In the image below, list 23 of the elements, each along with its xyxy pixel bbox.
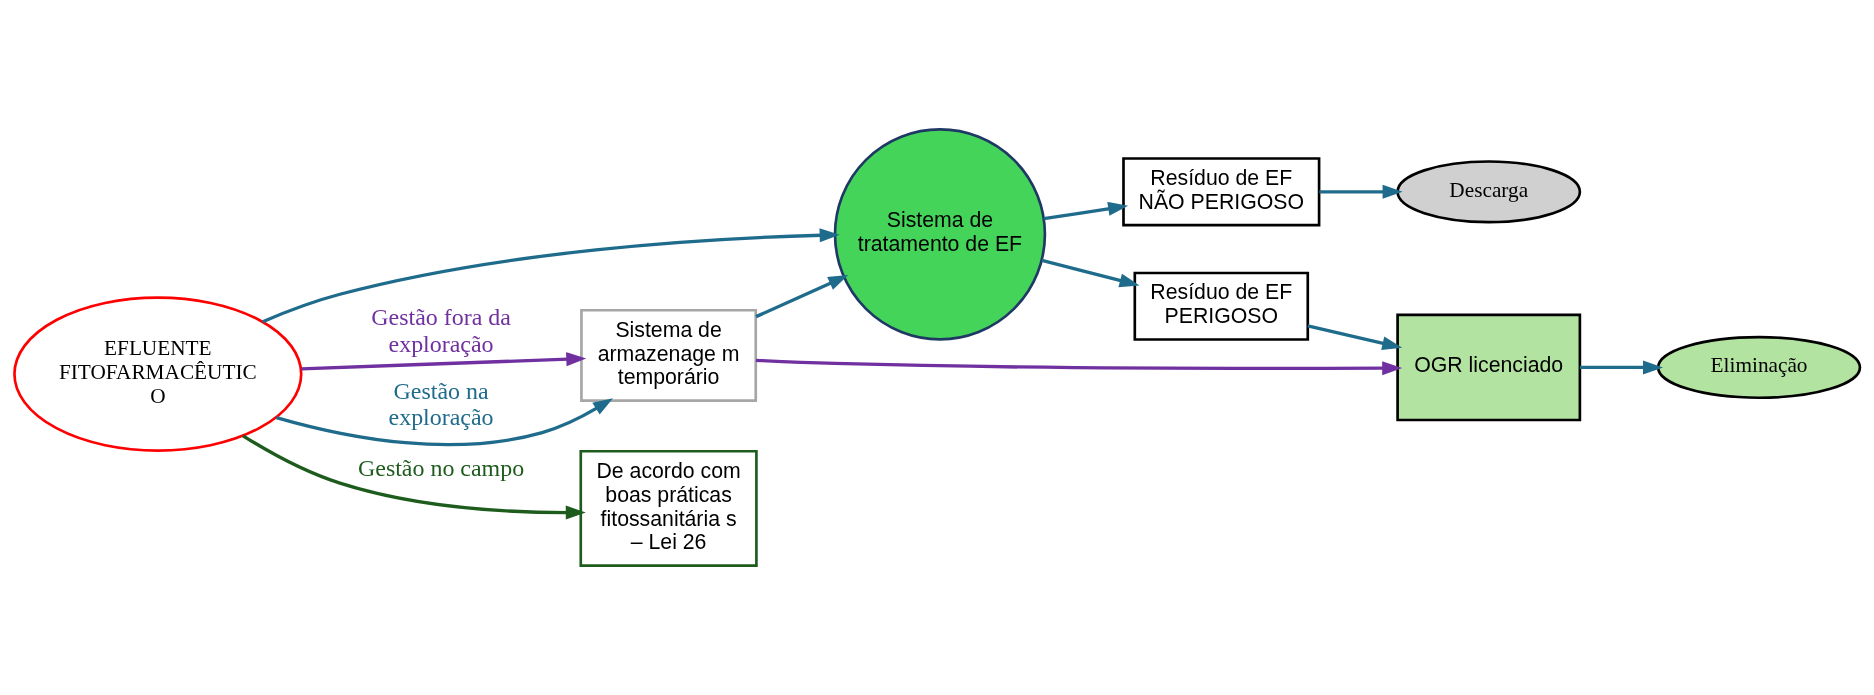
edge-label: Gestão no campo (357, 454, 525, 481)
edge-label: Gestão fora da exploração (371, 304, 511, 357)
arrow (1579, 360, 1663, 375)
node-box: De acordo com boas práticas fitossanitária s – Lei 26 (579, 449, 758, 567)
arrow (1307, 324, 1403, 351)
arrow (755, 275, 849, 319)
node-box: OGR licenciado (1396, 313, 1582, 422)
edge-label: Gestão na exploração (388, 377, 494, 431)
arrow (242, 434, 586, 520)
node-circle: Sistema de tratamento de EF (833, 128, 1047, 341)
node-box: Resíduo de EF NÃO PERIGOSO (1122, 157, 1321, 227)
arrow (276, 398, 614, 447)
node-box: Resíduo de EF PERIGOSO (1133, 271, 1310, 341)
node-box: Sistema de armazenage m temporário (580, 308, 758, 402)
node-ellipse: Eliminação (1656, 335, 1862, 400)
arrow (1319, 184, 1403, 199)
arrow (755, 358, 1403, 376)
node-ellipse: Descarga (1396, 160, 1582, 224)
node-ellipse: EFLUENTE FITOFARMACÊUTIC O (13, 296, 303, 452)
arrow (1041, 258, 1140, 288)
arrow (301, 352, 587, 371)
arrow (262, 228, 840, 324)
arrow (1043, 201, 1129, 221)
